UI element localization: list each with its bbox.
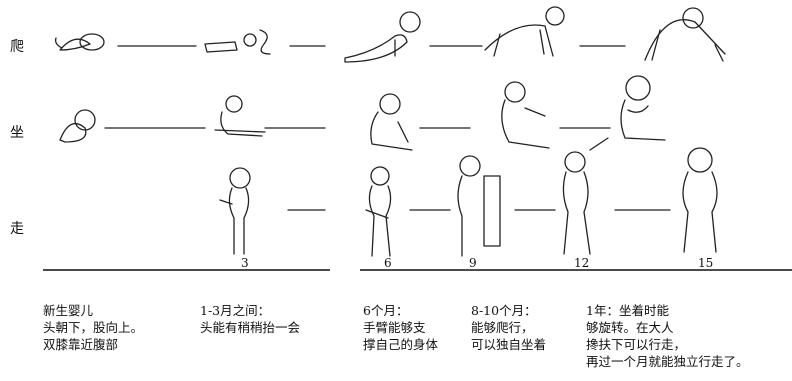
description-line: 撑自己的身体	[363, 337, 439, 352]
infant-sit-reach-figure	[501, 81, 550, 149]
row-label-sit: 坐	[10, 125, 24, 141]
toddler-stand-figure	[562, 137, 609, 255]
age-label: 15	[698, 256, 714, 270]
description-line: 搀扶下可以行走，	[586, 337, 687, 352]
age-label: 9	[469, 256, 477, 270]
description-line: 再过一个月就能独立行走了。	[586, 354, 749, 369]
description-line: 6个月：	[363, 303, 409, 318]
description-newborn: 新生婴儿 头朝下，股向上。 双膝靠近腹部	[43, 302, 143, 353]
newborn-curled-figure	[59, 109, 96, 143]
infant-held-standing-figure	[365, 166, 392, 257]
infant-stand-support-figure	[457, 155, 501, 257]
description-line: 可以独自坐着	[471, 337, 547, 352]
age-label: 12	[574, 256, 590, 270]
description-1-3-months: 1-3月之间： 头能有稍稍抬一会	[200, 302, 300, 336]
description-line: 头能有稍稍抬一会	[200, 320, 301, 335]
row-label-walk: 走	[10, 221, 24, 237]
age-label: 3	[241, 256, 249, 270]
description-1-year: 1年：坐着时能 够旋转。在大人 搀扶下可以行走， 再过一个月就能独立行走了。	[586, 302, 749, 370]
toddler-walk-figure	[682, 147, 718, 253]
newborn-prone-figure	[54, 33, 105, 51]
description-line: 够旋转。在大人	[586, 320, 674, 335]
description-line: 头朝下，股向上。	[43, 320, 144, 335]
description-line: 能够爬行，	[471, 320, 534, 335]
description-line: 1-3月之间：	[200, 303, 271, 318]
description-line: 双膝靠近腹部	[43, 337, 119, 352]
description-line: 新生婴儿	[43, 303, 94, 318]
infant-supported-sit-figure	[214, 95, 266, 137]
row-label-crawl: 爬	[10, 39, 24, 55]
toddler-sit-figure	[620, 75, 666, 141]
age-label: 6	[384, 256, 392, 270]
toddler-bear-crawl-figure	[644, 7, 726, 62]
infant-held-standing-figure	[219, 167, 251, 255]
description-line: 8-10个月：	[471, 303, 537, 318]
description-line: 1年：坐着时能	[586, 303, 669, 318]
description-8-10-months: 8-10个月： 能够爬行， 可以独自坐着	[471, 302, 546, 353]
description-6-months: 6个月： 手臂能够支 撑自己的身体	[363, 302, 438, 353]
infant-head-lift-figure	[204, 29, 271, 55]
description-line: 手臂能够支	[363, 320, 426, 335]
infant-push-up-figure	[344, 11, 421, 63]
infant-crawl-figure	[484, 6, 565, 57]
infant-sit-figure	[370, 93, 413, 151]
